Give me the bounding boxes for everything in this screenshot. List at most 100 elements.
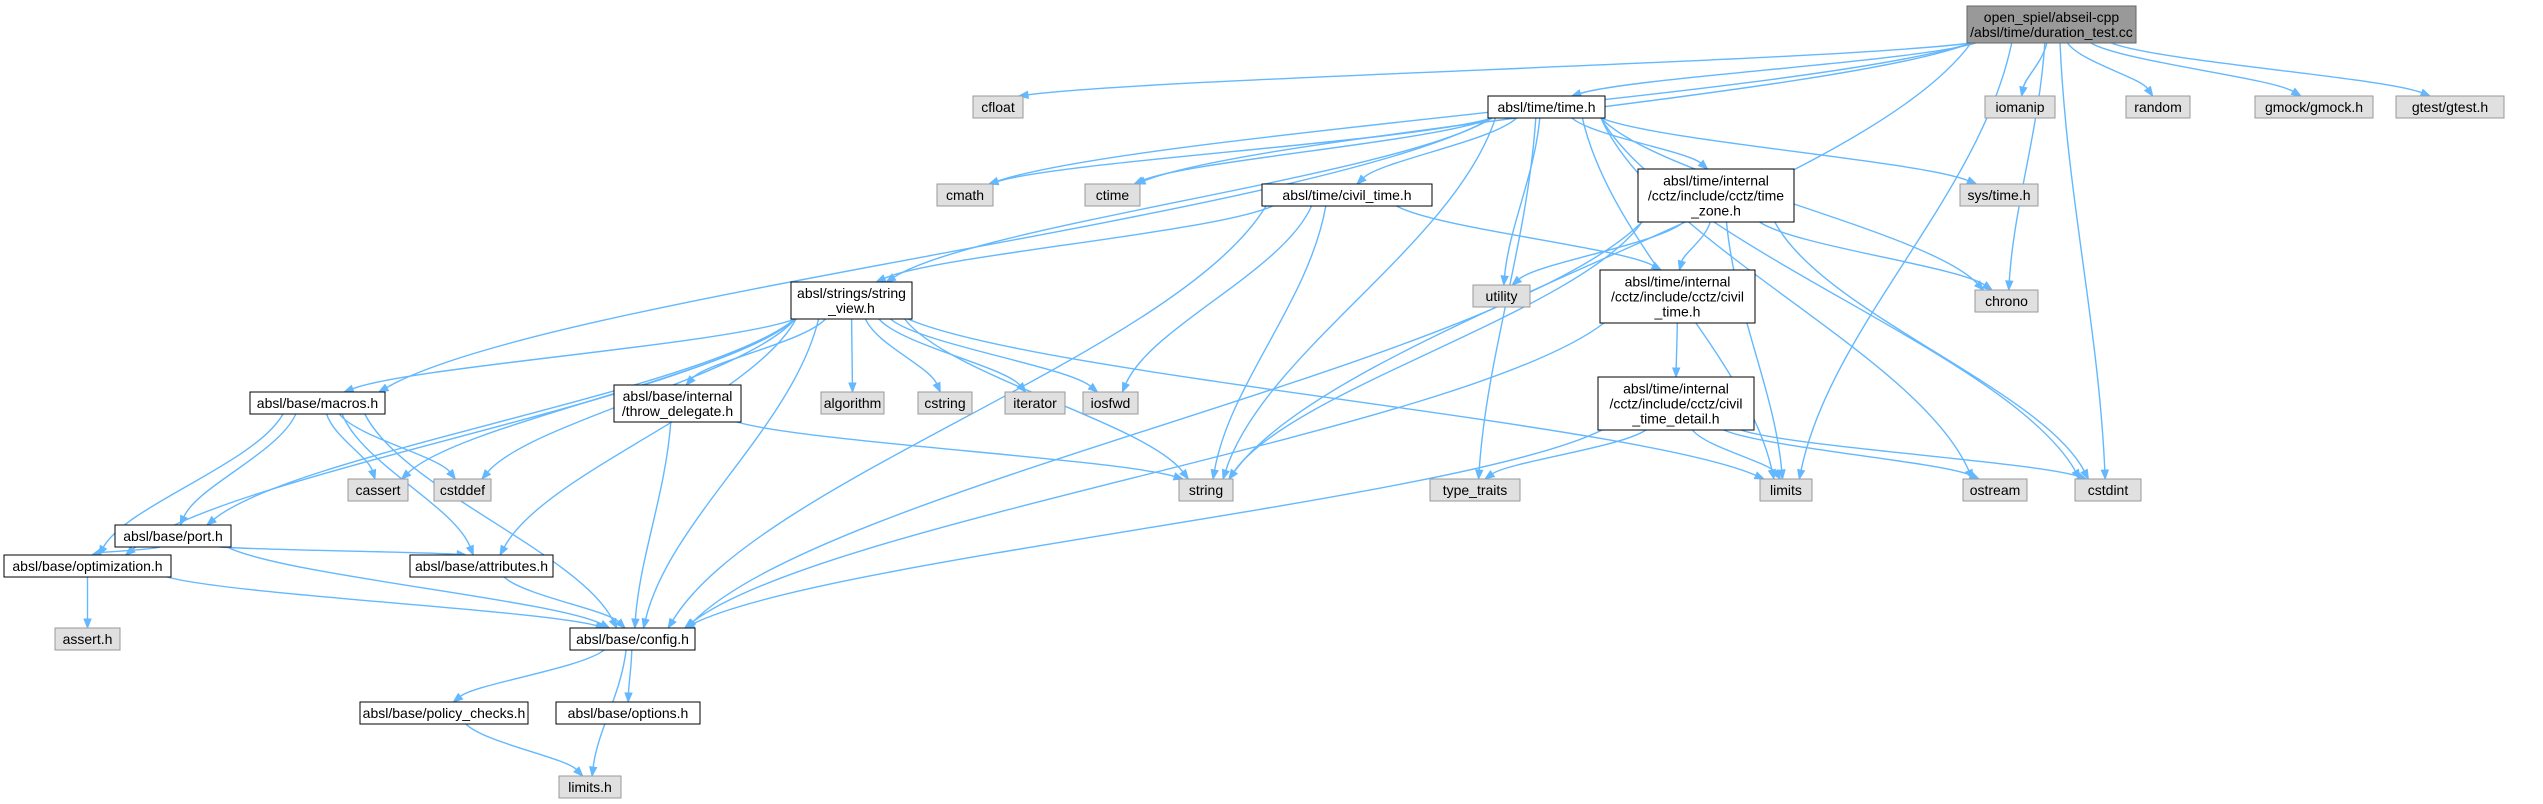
node-box	[613, 384, 742, 423]
node-box	[54, 627, 121, 651]
node-label: _zone.h	[1690, 203, 1741, 219]
node-box	[1759, 478, 1813, 502]
node-string-view[interactable]: absl/strings/string_view.h	[790, 281, 913, 320]
edge-duration_test-to-time_h	[1570, 42, 1977, 98]
edge-throw_delegate-to-config	[631, 421, 672, 630]
node-box	[2254, 95, 2374, 119]
node-label: absl/time/internal	[1663, 173, 1769, 189]
node-box	[2125, 95, 2191, 119]
node-label: /throw_delegate.h	[622, 403, 733, 419]
node-attributes[interactable]: absl/base/attributes.h	[409, 554, 554, 578]
node-config[interactable]: absl/base/config.h	[569, 627, 696, 651]
node-label: cfloat	[981, 99, 1015, 115]
edge-cctz_time_zone-to-cstdint	[1774, 221, 2090, 481]
edge-cctz_civil_detail-to-limits	[1691, 429, 1782, 481]
node-box	[1487, 95, 1606, 119]
node-box	[936, 183, 994, 207]
node-box	[1261, 183, 1433, 207]
node-label: limits.h	[568, 779, 612, 795]
node-cctz-time-zone[interactable]: absl/time/internal/cctz/include/cctz/tim…	[1637, 168, 1795, 223]
node-label: gmock/gmock.h	[2265, 99, 2363, 115]
node-cstring: cstring	[917, 391, 973, 415]
node-iterator: iterator	[1004, 391, 1066, 415]
node-box	[409, 554, 554, 578]
edge-string_view-to-attributes	[499, 318, 797, 557]
node-duration-test[interactable]: open_spiel/abseil-cpp/absl/time/duration…	[1966, 5, 2137, 44]
node-label: random	[2134, 99, 2181, 115]
node-box	[2395, 95, 2505, 119]
edge-time_h-to-civil_time_h	[1356, 117, 1518, 185]
node-cfloat: cfloat	[972, 95, 1024, 119]
node-label: absl/time/internal	[1625, 274, 1731, 290]
node-throw-delegate[interactable]: absl/base/internal/throw_delegate.h	[613, 384, 742, 423]
node-limits-h: limits.h	[558, 775, 622, 799]
node-string: string	[1178, 478, 1234, 502]
node-algorithm: algorithm	[820, 391, 885, 415]
node-label: /absl/time/duration_test.cc	[1970, 24, 2133, 40]
edge-macros-to-port	[179, 413, 297, 527]
edge-macros-to-config	[364, 413, 618, 630]
nodes-layer: open_spiel/abseil-cpp/absl/time/duration…	[3, 5, 2505, 799]
edge-string_view-to-iosfwd	[889, 318, 1099, 393]
node-ctime: ctime	[1084, 183, 1141, 207]
node-box	[1637, 168, 1795, 223]
edge-civil_time_h-to-cctz_civil_time	[1396, 205, 1663, 271]
node-box	[1004, 391, 1066, 415]
edge-cctz_time_zone-to-string	[1228, 221, 1643, 481]
node-label: _time.h	[1654, 304, 1701, 320]
node-box	[917, 391, 973, 415]
node-label: gtest/gtest.h	[2412, 99, 2488, 115]
edge-string_view-to-optimization	[124, 318, 796, 556]
edge-duration_test-to-random	[2066, 42, 2154, 98]
node-port[interactable]: absl/base/port.h	[114, 524, 232, 548]
node-box	[1597, 376, 1755, 431]
node-policy-checks[interactable]: absl/base/policy_checks.h	[359, 701, 529, 725]
node-limits: limits	[1759, 478, 1813, 502]
node-box	[3, 554, 172, 578]
node-civil-time-h[interactable]: absl/time/civil_time.h	[1261, 183, 1433, 207]
edge-config-to-options	[624, 649, 633, 704]
node-box	[114, 524, 232, 548]
node-box	[2074, 478, 2142, 502]
node-cctz-civil-detail[interactable]: absl/time/internal/cctz/include/cctz/civ…	[1597, 376, 1755, 431]
node-label: absl/time/time.h	[1497, 99, 1595, 115]
node-macros[interactable]: absl/base/macros.h	[249, 391, 386, 415]
edge-string_view-to-macros	[342, 318, 796, 393]
node-label: iomanip	[1995, 99, 2044, 115]
edge-cctz_civil_time-to-cctz_civil_detail	[1671, 322, 1681, 379]
node-iomanip: iomanip	[1984, 95, 2056, 119]
node-label: limits	[1770, 482, 1802, 498]
node-cassert: cassert	[347, 478, 409, 502]
node-optimization[interactable]: absl/base/optimization.h	[3, 554, 172, 578]
edge-duration_test-to-cfloat	[1017, 42, 1972, 99]
node-label: absl/base/config.h	[576, 631, 689, 647]
node-box	[558, 775, 622, 799]
node-ostream: ostream	[1962, 478, 2028, 502]
node-label: ctime	[1096, 187, 1130, 203]
node-label: absl/base/attributes.h	[415, 558, 548, 574]
node-box	[1178, 478, 1234, 502]
node-time-h[interactable]: absl/time/time.h	[1487, 95, 1606, 119]
edge-policy_checks-to-limits_h	[465, 723, 584, 777]
edge-string_view-to-port	[205, 318, 796, 526]
node-chrono: chrono	[1974, 289, 2039, 313]
edge-time_h-to-cmath	[987, 117, 1493, 186]
node-label: /cctz/include/cctz/civil	[1609, 396, 1742, 412]
edge-cctz_time_zone-to-limits	[1725, 221, 1786, 481]
node-label: type_traits	[1443, 482, 1508, 498]
edge-cctz_civil_detail-to-config	[683, 429, 1603, 629]
node-box	[1984, 95, 2056, 119]
edge-time_h-to-macros	[377, 117, 1493, 393]
node-box	[1472, 284, 1531, 308]
edge-time_h-to-string_view	[885, 117, 1493, 283]
node-cctz-civil-time[interactable]: absl/time/internal/cctz/include/cctz/civ…	[1599, 269, 1756, 324]
edge-string_view-to-throw_delegate	[685, 318, 826, 387]
edge-string_view-to-limits	[907, 318, 1766, 480]
node-box	[1429, 478, 1521, 502]
node-options[interactable]: absl/base/options.h	[555, 701, 701, 725]
node-label: assert.h	[63, 631, 113, 647]
node-assert-h: assert.h	[54, 627, 121, 651]
node-box	[347, 478, 409, 502]
node-label: _time_detail.h	[1631, 411, 1719, 427]
